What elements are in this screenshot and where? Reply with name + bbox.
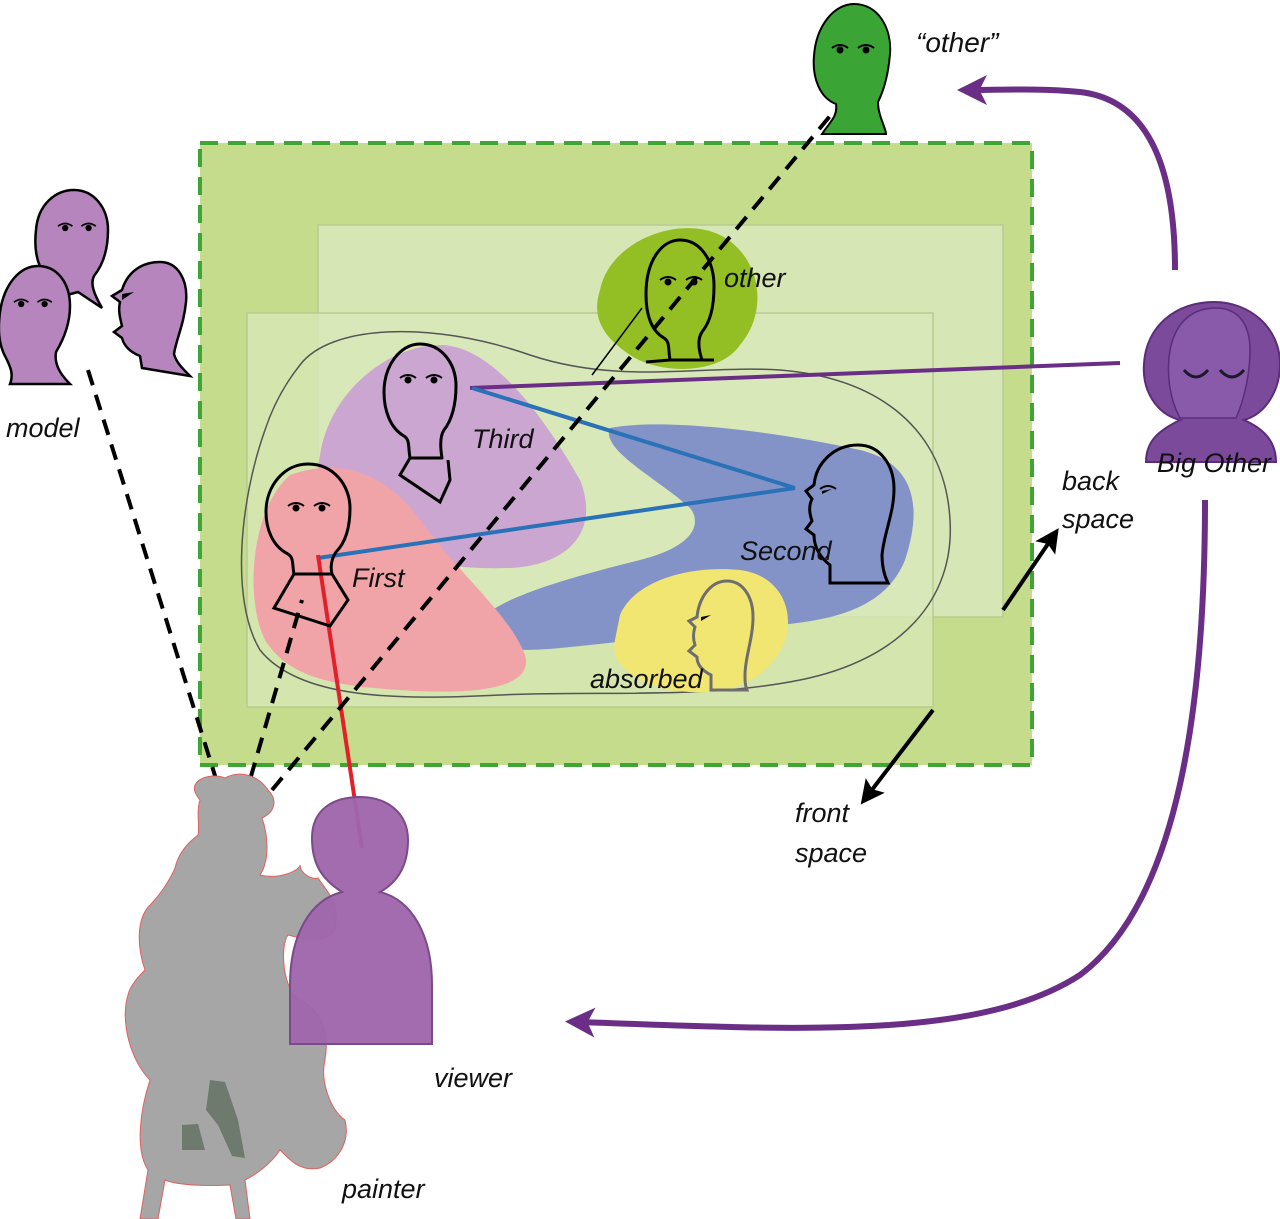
painter-figure (124, 773, 347, 1219)
outside-other-figure (812, 2, 892, 135)
painter-easel-shadow (182, 1080, 245, 1158)
label-model: model (6, 413, 81, 443)
other-link-line (591, 307, 643, 376)
label-viewer: viewer (434, 1063, 513, 1093)
first-second-gaze-line (317, 486, 796, 560)
label-painter: painter (341, 1174, 426, 1204)
front-space-arrow (860, 708, 935, 805)
first-blob (253, 467, 527, 692)
labels: “other” other model Third First Second a… (6, 27, 1272, 1204)
group-outline (240, 330, 952, 698)
label-other-quoted: “other” (916, 27, 1000, 58)
other-head (644, 238, 716, 364)
big-other-arrow-to-other (957, 74, 1178, 271)
painter-other-sight-line (270, 114, 832, 792)
third-head (382, 342, 458, 505)
model-head-left (0, 264, 74, 386)
absorbed-head (686, 579, 755, 692)
label-second: Second (740, 536, 833, 566)
second-blob (469, 424, 914, 650)
first-head (264, 462, 352, 628)
second-head (803, 443, 896, 585)
big-other-figure (1142, 300, 1280, 463)
third-second-gaze-line (471, 386, 796, 490)
label-big-other: Big Other (1157, 448, 1272, 478)
big-other-gaze-line (469, 361, 1121, 390)
back-space-arrow (1001, 528, 1059, 612)
label-third: Third (472, 424, 534, 454)
model-painter-sight-line (86, 369, 234, 831)
painter-silhouette (124, 773, 347, 1219)
absorbed-blob (614, 569, 788, 693)
label-absorbed: absorbed (590, 664, 704, 694)
model-figures (0, 188, 194, 386)
viewer-figure (289, 795, 433, 1045)
label-front-space-1: front (795, 798, 851, 828)
label-other: other (724, 263, 787, 293)
viewer-silhouette (289, 795, 433, 1045)
label-first: First (352, 563, 406, 593)
label-front-space-2: space (795, 838, 867, 868)
big-other-arrow-to-viewer (565, 499, 1208, 1038)
model-head-right (109, 260, 194, 378)
label-back-space-1: back (1062, 466, 1121, 496)
label-back-space-2: space (1062, 504, 1134, 534)
